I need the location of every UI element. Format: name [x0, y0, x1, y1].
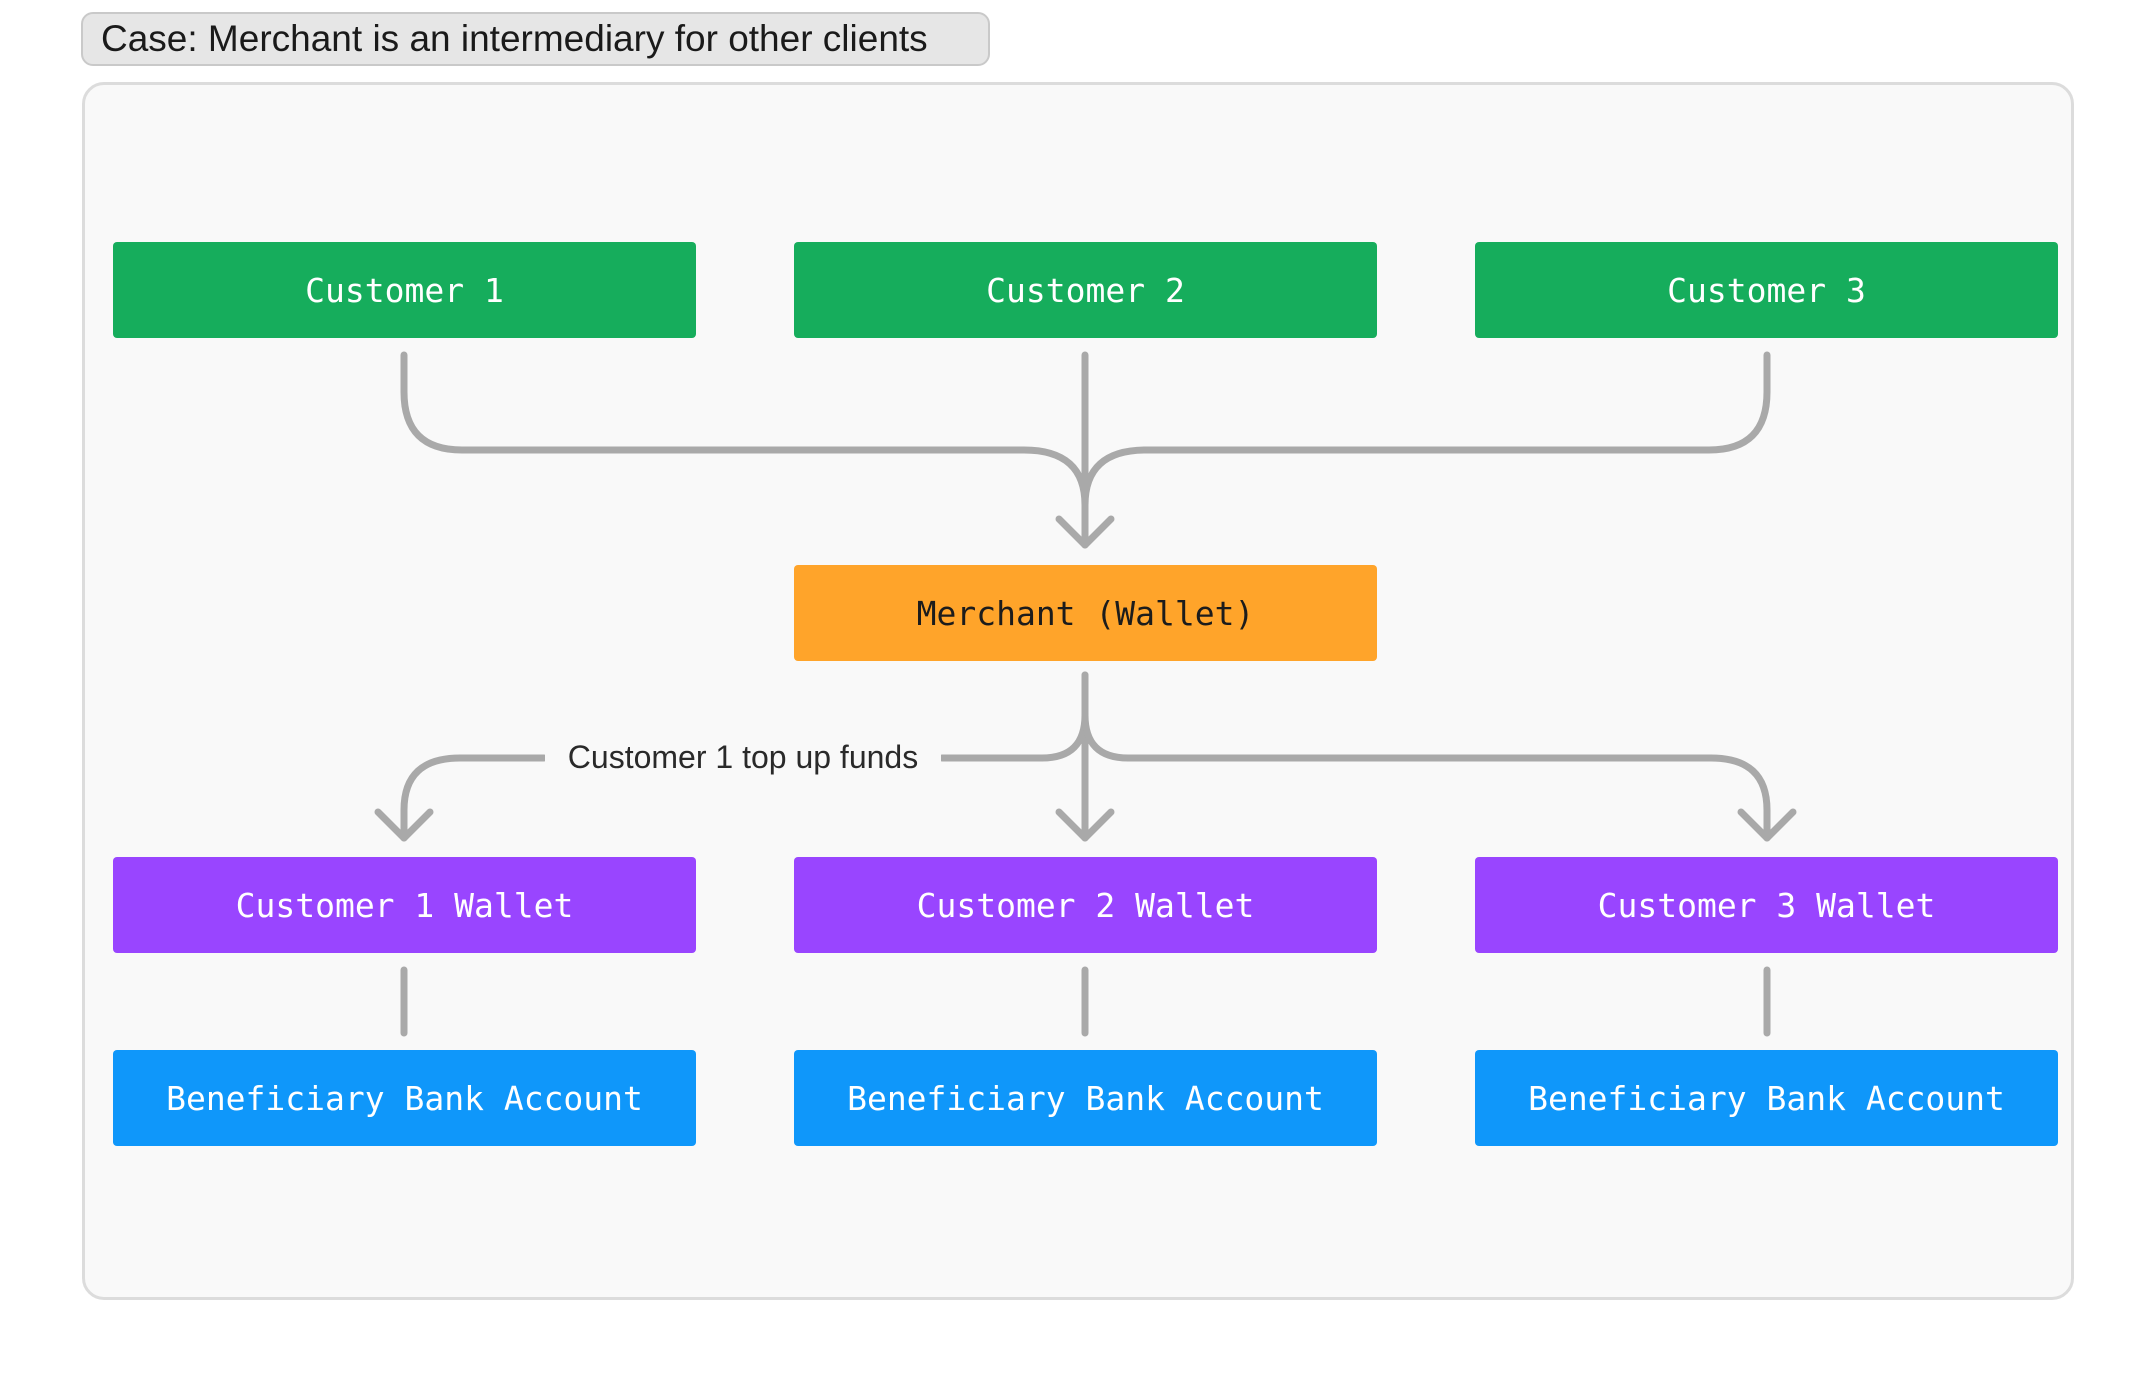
beneficiary-bank-account-1: Beneficiary Bank Account: [113, 1050, 696, 1146]
connector-customer-3: [1081, 351, 1771, 509]
arrowhead-merchant: [1055, 515, 1115, 549]
arrowhead-wallet-2: [1055, 808, 1115, 842]
case-title: Case: Merchant is an intermediary for ot…: [81, 12, 990, 66]
connector-customer-1: [400, 351, 1089, 509]
arrowhead-wallet-1: [374, 808, 434, 842]
connector-wallet-1: [938, 671, 1089, 762]
connector-wallet-1-tail: [400, 754, 548, 842]
merchant-wallet-node: Merchant (Wallet): [794, 565, 1377, 661]
beneficiary-bank-account-3: Beneficiary Bank Account: [1475, 1050, 2058, 1146]
arrowhead-wallet-3: [1737, 808, 1797, 842]
customer-1-node: Customer 1: [113, 242, 696, 338]
customer-2-node: Customer 2: [794, 242, 1377, 338]
beneficiary-bank-account-2: Beneficiary Bank Account: [794, 1050, 1377, 1146]
customer-3-node: Customer 3: [1475, 242, 2058, 338]
customer-1-wallet-node: Customer 1 Wallet: [113, 857, 696, 953]
customer-3-wallet-node: Customer 3 Wallet: [1475, 857, 2058, 953]
edge-label-top-up: Customer 1 top up funds: [545, 734, 941, 780]
customer-2-wallet-node: Customer 2 Wallet: [794, 857, 1377, 953]
connector-wallet-3: [1081, 711, 1771, 842]
